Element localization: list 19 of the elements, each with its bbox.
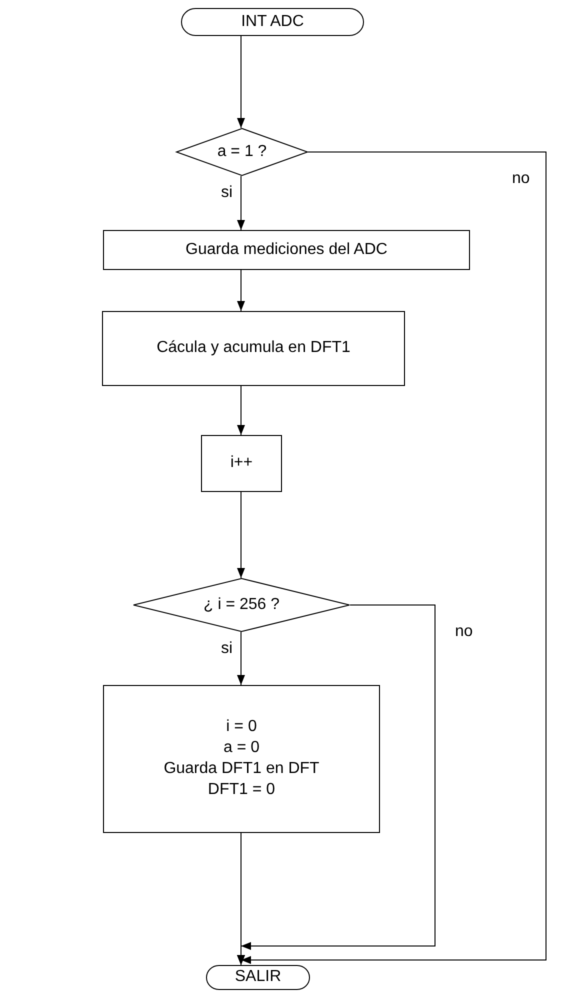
node-text: DFT1 = 0 bbox=[208, 780, 276, 800]
node-text: a = 1 ? bbox=[217, 142, 267, 162]
node-text: Guarda DFT1 en DFT bbox=[164, 759, 320, 779]
terminal-shape bbox=[181, 8, 364, 36]
node-text: SALIR bbox=[234, 967, 282, 988]
decision-diamond bbox=[133, 578, 350, 632]
node-text: i++ bbox=[230, 453, 253, 474]
process-box bbox=[201, 435, 282, 492]
node-text: Guarda mediciones del ADC bbox=[186, 240, 388, 260]
node-text: a = 0 bbox=[223, 738, 260, 758]
process-box bbox=[103, 685, 380, 833]
node-text: i = 0 bbox=[226, 717, 257, 738]
node-text: ¿ i = 256 ? bbox=[203, 594, 280, 615]
terminal-shape bbox=[206, 965, 310, 990]
node-text: INT ADC bbox=[241, 12, 304, 32]
process-box bbox=[102, 311, 405, 386]
process-box bbox=[103, 230, 470, 270]
node-text: Cácula y acumula en DFT1 bbox=[156, 338, 350, 358]
decision-diamond bbox=[176, 128, 308, 176]
